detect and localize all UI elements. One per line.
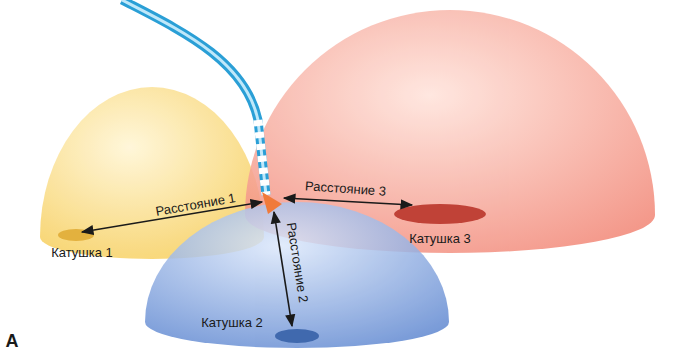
coil-label: Катушка 2 — [201, 316, 263, 329]
coil-label: Катушка 3 — [409, 232, 471, 245]
field-blue — [145, 202, 449, 348]
sensor-point — [262, 192, 282, 214]
distance-arrow — [284, 198, 412, 205]
coil-label: Катушка 1 — [51, 246, 113, 259]
cable — [122, 0, 266, 195]
figure-letter: А — [6, 332, 19, 350]
